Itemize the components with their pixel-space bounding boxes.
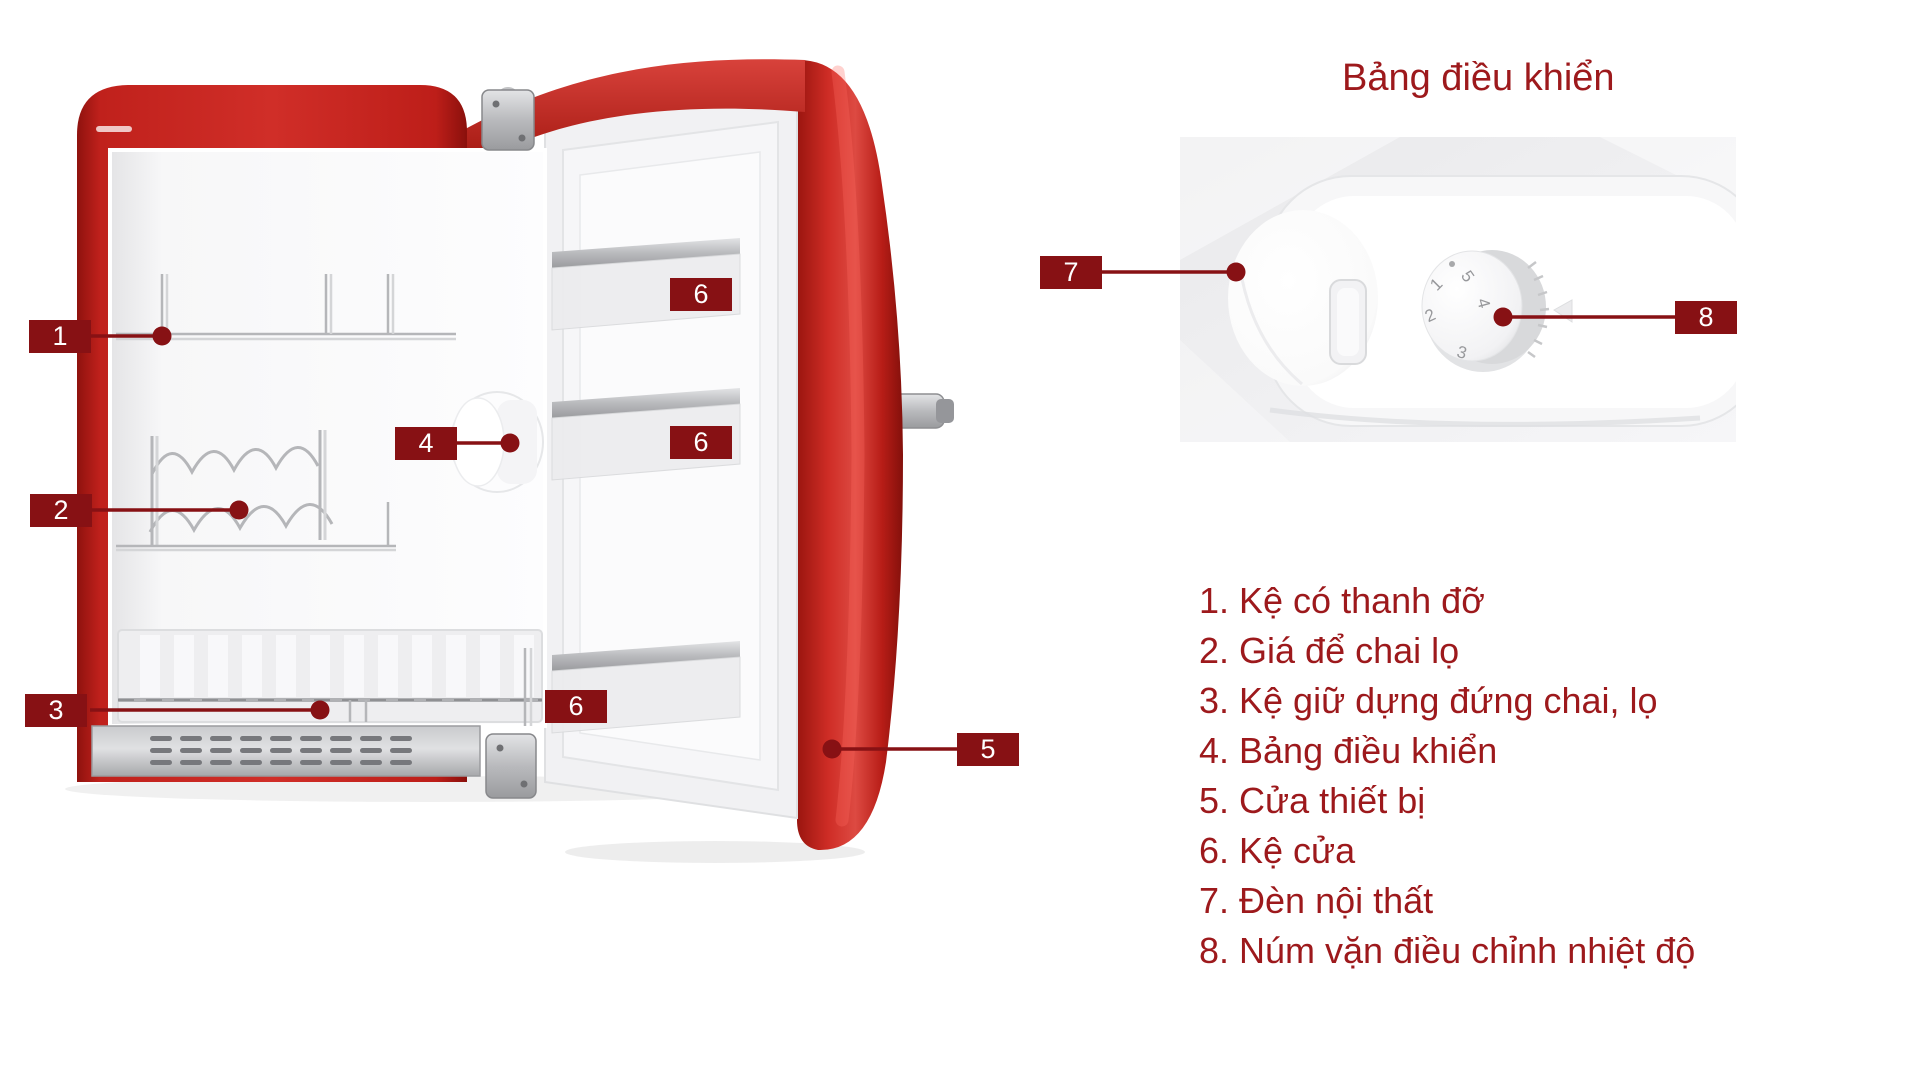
- callout-8: 8: [1675, 301, 1737, 334]
- wire-shelf: [116, 274, 456, 341]
- door-hinge-bottom: [485, 733, 537, 799]
- callout-2: 2: [30, 494, 92, 527]
- callout-5: 5: [957, 733, 1019, 766]
- callout-7: 7: [1040, 256, 1102, 289]
- interior-fittings: [116, 274, 543, 726]
- legend-item-6: 6. Kệ cửa: [1199, 830, 1356, 871]
- panel-detail-title: Bảng điều khiển: [1342, 57, 1615, 99]
- door-top-band: [446, 59, 805, 168]
- callout-6b: 6: [670, 426, 732, 459]
- callout-dot-8: [1493, 307, 1513, 327]
- callout-dot-4: [500, 433, 520, 453]
- callout-dot-5: [822, 739, 842, 759]
- door-hinge-top: [481, 87, 535, 151]
- callout-6c: 6: [545, 690, 607, 723]
- interior-cavity: [108, 148, 547, 728]
- door-bin-top: [551, 238, 741, 331]
- legend-item-8: 8. Núm vặn điều chỉnh nhiệt độ: [1199, 930, 1696, 971]
- callout-6a: 6: [670, 278, 732, 311]
- knob-zero-dot: [1449, 261, 1455, 267]
- legend-item-2: 2. Giá để chai lọ: [1199, 630, 1460, 671]
- thermostat-knob: [1421, 250, 1573, 372]
- callout-connectors: [90, 262, 1675, 759]
- callout-dot-2: [229, 500, 249, 520]
- lamp-switch: [1329, 279, 1367, 365]
- legend-item-4: 4. Bảng điều khiển: [1199, 730, 1498, 771]
- legend-item-3: 3. Kệ giữ dựng đứng chai, lọ: [1199, 680, 1658, 721]
- callout-dot-3: [310, 700, 330, 720]
- legend-item-7: 7. Đèn nội thất: [1199, 880, 1434, 921]
- plinth-grille: [91, 725, 481, 777]
- bottom-basket: [117, 629, 543, 726]
- fridge-door-outer: [797, 59, 903, 851]
- legend-item-1: 1. Kệ có thanh đỡ: [1199, 580, 1485, 621]
- bottle-rack: [116, 430, 396, 552]
- legend-item-5: 5. Cửa thiết bị: [1199, 780, 1426, 821]
- callout-1: 1: [29, 320, 91, 353]
- callout-dot-7: [1226, 262, 1246, 282]
- control-panel-photo: [1180, 137, 1736, 442]
- legend-list: 1. Kệ có thanh đỡ 2. Giá để chai lọ 3. K…: [1199, 576, 1695, 976]
- door-bin-middle: [551, 388, 741, 481]
- callout-dot-1: [152, 326, 172, 346]
- door-bins: [551, 238, 741, 734]
- brand-badge: [96, 126, 132, 132]
- callout-4: 4: [395, 427, 457, 460]
- callout-3: 3: [25, 694, 87, 727]
